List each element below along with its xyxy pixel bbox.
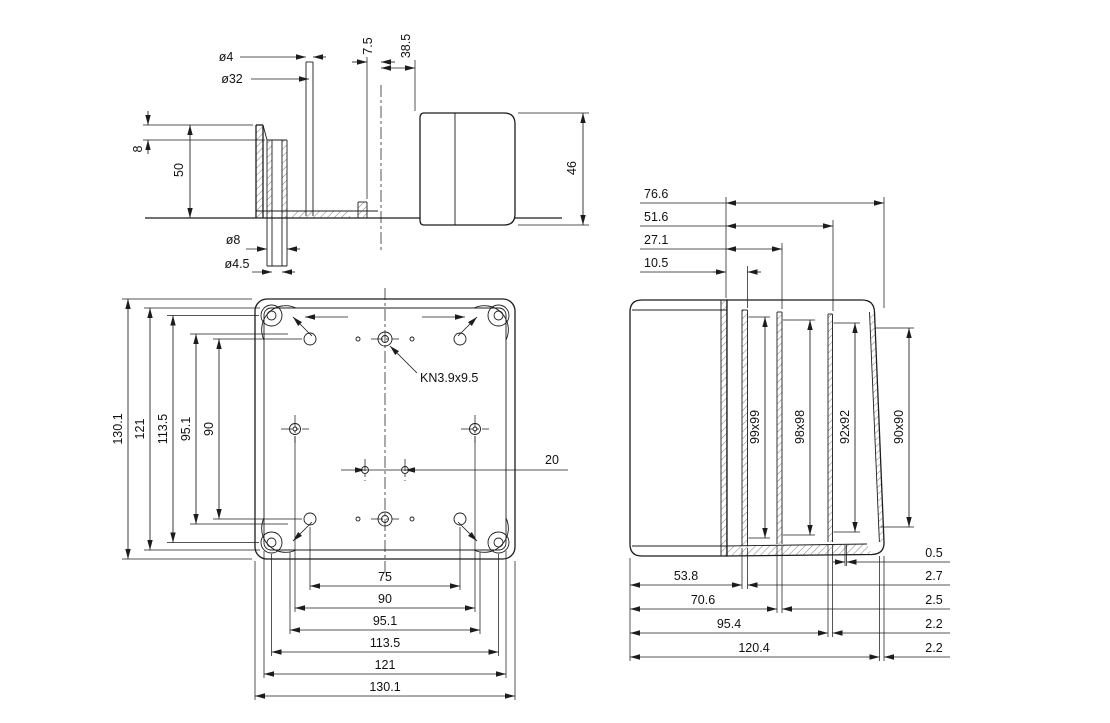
dim-label-left-121: 121	[133, 419, 147, 440]
dim-label-53-8: 53.8	[674, 569, 698, 583]
dim-label-dia8: ø8	[226, 233, 241, 247]
side-dim-53-8: 53.8 2.7	[630, 548, 950, 589]
section-dim-46: 46	[518, 112, 589, 226]
section-dim-7-5: 7.5	[352, 37, 395, 199]
dim-label-98x98: 98x98	[793, 410, 807, 444]
dim-label-dia32: ø32	[221, 72, 243, 86]
plan-dim-left-130-1: 130.1	[111, 298, 252, 560]
side-dim-90x90: 90x90	[875, 327, 914, 528]
plan-dim-bottom-130-1: 130.1	[254, 561, 516, 700]
side-dims-bottom: 0.5 53.8 2.7 70.6 2.5	[629, 544, 950, 661]
side-dim-27-1: 27.1	[640, 233, 783, 309]
dim-label-2-7: 2.7	[925, 569, 942, 583]
side-dim-99x99: 99x99	[748, 316, 770, 539]
plan-thread-note: KN3.9x9.5	[389, 345, 478, 385]
dim-label-bottom-75: 75	[378, 570, 392, 584]
dim-label-120-4: 120.4	[738, 641, 769, 655]
dim-label-7-5: 7.5	[361, 37, 375, 54]
dim-label-46: 46	[565, 161, 579, 175]
dim-label-50: 50	[172, 163, 186, 177]
dim-label-left-95-1: 95.1	[179, 417, 193, 441]
section-view: ø4 ø32 7.5 38.5 8 50	[131, 34, 589, 275]
dim-label-bottom-130-1: 130.1	[369, 680, 400, 694]
dim-label-bottom-121: 121	[375, 658, 396, 672]
dim-label-20: 20	[545, 453, 559, 467]
plan-dim-bottom-95-1: 95.1	[289, 552, 481, 634]
section-dim-dia4-5: ø4.5	[224, 257, 295, 275]
dim-label-76-6: 76.6	[644, 187, 668, 201]
section-dim-50: 50	[172, 125, 193, 218]
side-dim-120-4: 120.4 2.2	[630, 556, 950, 661]
dim-label-8: 8	[131, 145, 145, 152]
dim-label-bottom-90: 90	[378, 592, 392, 606]
dim-label-dia4: ø4	[219, 50, 234, 64]
side-dim-0-5: 0.5	[833, 545, 950, 566]
side-dim-10-5: 10.5	[640, 256, 761, 308]
plan-dim-pitch-20: 20	[341, 453, 568, 473]
dim-label-left-90: 90	[202, 422, 216, 436]
dim-label-left-113-5: 113.5	[156, 414, 170, 444]
plan-dim-bottom-90: 90	[294, 436, 476, 612]
plan-dim-left-95-1: 95.1	[179, 333, 288, 525]
thread-note-label: KN3.9x9.5	[420, 371, 478, 385]
section-dim-8: 8	[131, 111, 265, 154]
plan-dim-bottom-113-5: 113.5	[271, 554, 499, 656]
dim-label-90x90: 90x90	[892, 410, 906, 444]
side-dim-95-4: 95.4 2.2	[630, 544, 950, 637]
dim-label-2-5: 2.5	[925, 593, 942, 607]
dim-label-95-4: 95.4	[717, 617, 741, 631]
dim-label-0-5: 0.5	[925, 546, 942, 560]
dim-label-99x99: 99x99	[748, 410, 762, 444]
dim-label-2-2-b: 2.2	[925, 641, 942, 655]
plan-dim-bottom-75: 75	[309, 527, 461, 590]
dim-label-bottom-113-5: 113.5	[370, 636, 400, 650]
section-dim-38-5: 38.5	[381, 34, 416, 111]
side-dim-76-6: 76.6	[640, 187, 885, 308]
section-dim-dia32: ø32	[221, 72, 309, 86]
section-dim-dia8: ø8	[226, 233, 300, 252]
plan-dim-left-113-5: 113.5	[156, 315, 259, 543]
dim-label-dia4-5: ø4.5	[224, 257, 249, 271]
side-dims-top: 76.6 51.6 27.1 10.5	[640, 187, 885, 311]
dim-label-38-5: 38.5	[399, 34, 413, 58]
section-dim-dia4: ø4	[219, 50, 326, 64]
side-view: 76.6 51.6 27.1 10.5	[629, 187, 950, 661]
plan-view: KN3.9x9.5 20 130.1 121 113.5	[111, 288, 568, 700]
dim-label-70-6: 70.6	[691, 593, 715, 607]
dim-label-10-5: 10.5	[644, 256, 668, 270]
dim-label-left-130-1: 130.1	[111, 413, 125, 444]
side-dim-70-6: 70.6 2.5	[630, 546, 950, 613]
plan-dim-bottom-121: 121	[263, 551, 507, 678]
dim-label-bottom-95-1: 95.1	[373, 614, 397, 628]
dim-label-51-6: 51.6	[644, 210, 668, 224]
section-geometry	[145, 61, 562, 267]
plan-dim-left-121: 121	[133, 307, 260, 551]
side-dim-51-6: 51.6	[640, 210, 834, 311]
plan-dim-left-90: 90	[202, 338, 302, 520]
plan-geometry	[254, 288, 516, 574]
dim-label-27-1: 27.1	[644, 233, 668, 247]
side-dim-98x98: 98x98	[783, 319, 815, 536]
dim-label-92x92: 92x92	[838, 410, 852, 444]
side-dim-92x92: 92x92	[833, 322, 860, 533]
dim-label-2-2-a: 2.2	[925, 617, 942, 631]
